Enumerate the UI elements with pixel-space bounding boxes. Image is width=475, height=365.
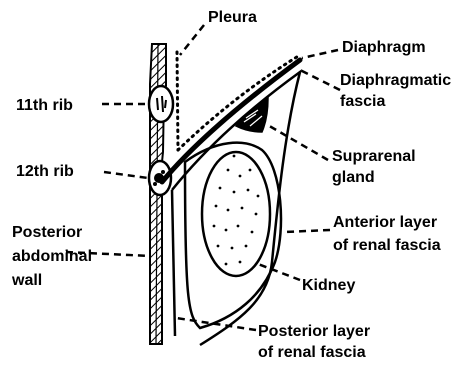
label-suprarenal-1: Suprarenal bbox=[332, 148, 416, 165]
leader-anterior-layer bbox=[284, 230, 330, 232]
label-posterior-layer-1: Posterior layer bbox=[258, 323, 370, 340]
label-posterior-wall-1: Posterior bbox=[12, 224, 82, 241]
leader-pleura bbox=[180, 25, 204, 55]
leader-diaphragmatic-fascia bbox=[300, 70, 340, 90]
label-posterior-wall-2: abdominal bbox=[12, 248, 92, 265]
label-diaphragmatic-fascia-2: fascia bbox=[340, 93, 385, 110]
leader-kidney bbox=[258, 264, 300, 280]
kidney bbox=[202, 152, 270, 276]
label-diaphragm: Diaphragm bbox=[342, 39, 426, 56]
label-suprarenal-2: gland bbox=[332, 169, 375, 186]
leader-posterior-layer bbox=[176, 318, 256, 330]
posterior-renal-fascia bbox=[172, 190, 175, 336]
label-posterior-wall-3: wall bbox=[11, 272, 42, 289]
leader-diaphragm bbox=[302, 50, 338, 58]
leader-suprarenal bbox=[266, 124, 328, 160]
pleura-line bbox=[177, 52, 300, 150]
label-11th-rib: 11th rib bbox=[16, 97, 73, 114]
rib-11th bbox=[149, 86, 173, 122]
label-anterior-layer-2: of renal fascia bbox=[333, 237, 441, 254]
label-diaphragmatic-fascia-1: Diaphragmatic bbox=[340, 72, 451, 89]
label-kidney: Kidney bbox=[302, 277, 355, 294]
leader-lines bbox=[66, 25, 340, 330]
label-pleura: Pleura bbox=[208, 9, 257, 26]
label-posterior-layer-2: of renal fascia bbox=[258, 344, 366, 361]
label-12th-rib: 12th rib bbox=[16, 163, 74, 180]
leader-12th-rib bbox=[104, 172, 148, 178]
label-anterior-layer-1: Anterior layer bbox=[333, 214, 437, 231]
